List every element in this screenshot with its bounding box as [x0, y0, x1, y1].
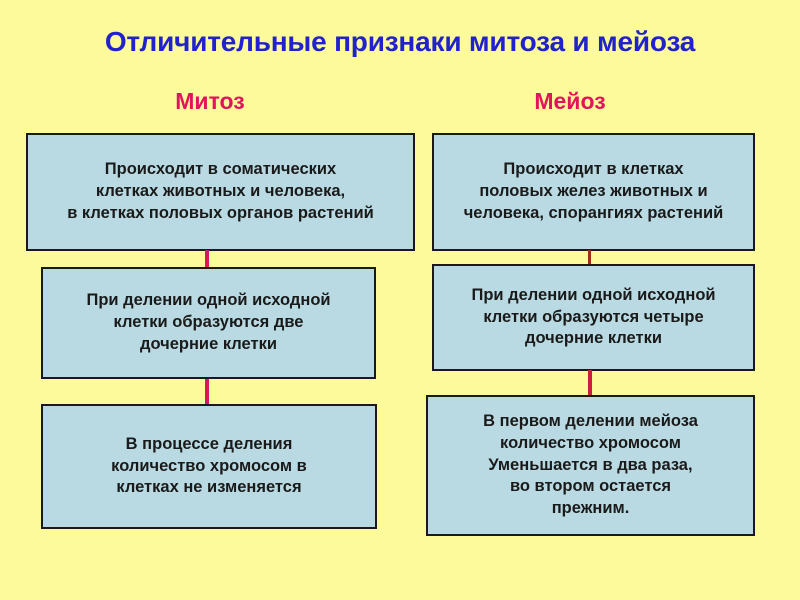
box-line: дочерние клетки — [139, 334, 277, 353]
page-title: Отличительные признаки митоза и мейоза — [104, 26, 696, 57]
meiosis-daughter-cells-box: При делении одной исходной клетки образу… — [432, 264, 755, 371]
box-line: При делении одной исходной — [471, 285, 716, 304]
box-line: Происходит в соматических — [104, 160, 337, 179]
meiosis-location-box: Происходит в клетках половых желез живот… — [432, 133, 755, 251]
connector-mitosis-1 — [205, 250, 209, 268]
box-line: человека, спорангиях растений — [463, 203, 724, 222]
connector-meiosis-2 — [588, 370, 592, 396]
box-line: В первом делении мейоза — [483, 411, 698, 430]
mitosis-location-box: Происходит в соматических клетках животн… — [26, 133, 415, 251]
mitosis-chromosome-count-box: В процессе деления количество хромосом в… — [41, 404, 377, 529]
box-line: половых желез животных и — [479, 182, 708, 201]
box-line: во втором остается — [509, 477, 672, 496]
meiosis-chromosome-count-box: В первом делении мейоза количество хромо… — [426, 395, 755, 536]
box-line: дочерние клетки — [524, 329, 662, 348]
box-line: клетках не изменяется — [116, 478, 302, 497]
box-line: в клетках половых органов растений — [67, 203, 374, 222]
box-line: Происходит в клетках — [503, 160, 684, 179]
box-line: прежним. — [551, 499, 630, 518]
box-line: В процессе деления — [125, 434, 293, 453]
connector-mitosis-2 — [205, 379, 209, 405]
box-line: клетки образуются четыре — [483, 307, 704, 326]
box-line: При делении одной исходной — [86, 291, 331, 310]
column-header-meiosis: Мейоз — [534, 88, 606, 114]
box-line: количество хромосом — [500, 433, 681, 452]
box-line: клетках животных и человека, — [95, 182, 346, 201]
column-header-mitosis: Митоз — [175, 88, 245, 114]
box-line: клетки образуются две — [113, 313, 304, 332]
box-line: Уменьшается в два раза, — [488, 455, 693, 474]
connector-meiosis-1 — [588, 250, 591, 266]
box-line: количество хромосом в — [111, 456, 307, 475]
mitosis-daughter-cells-box: При делении одной исходной клетки образу… — [41, 267, 376, 379]
